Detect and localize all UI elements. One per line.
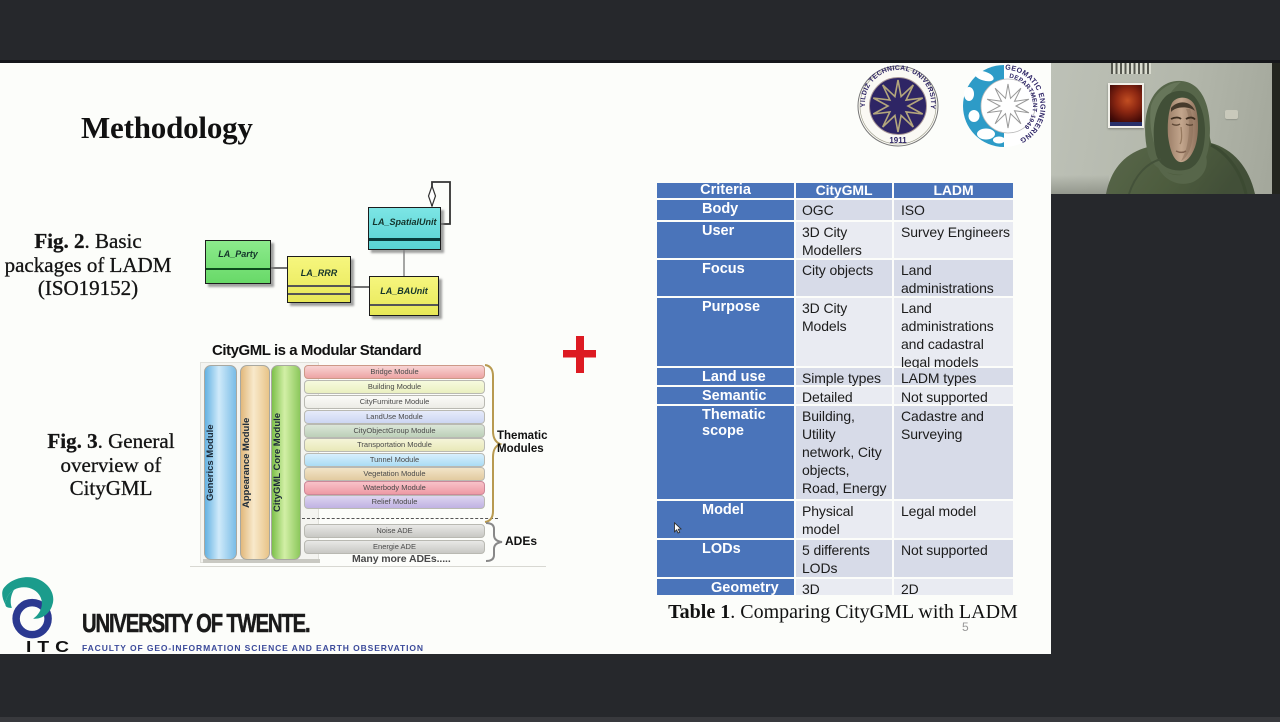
svg-text:1911: 1911 [889, 136, 907, 145]
